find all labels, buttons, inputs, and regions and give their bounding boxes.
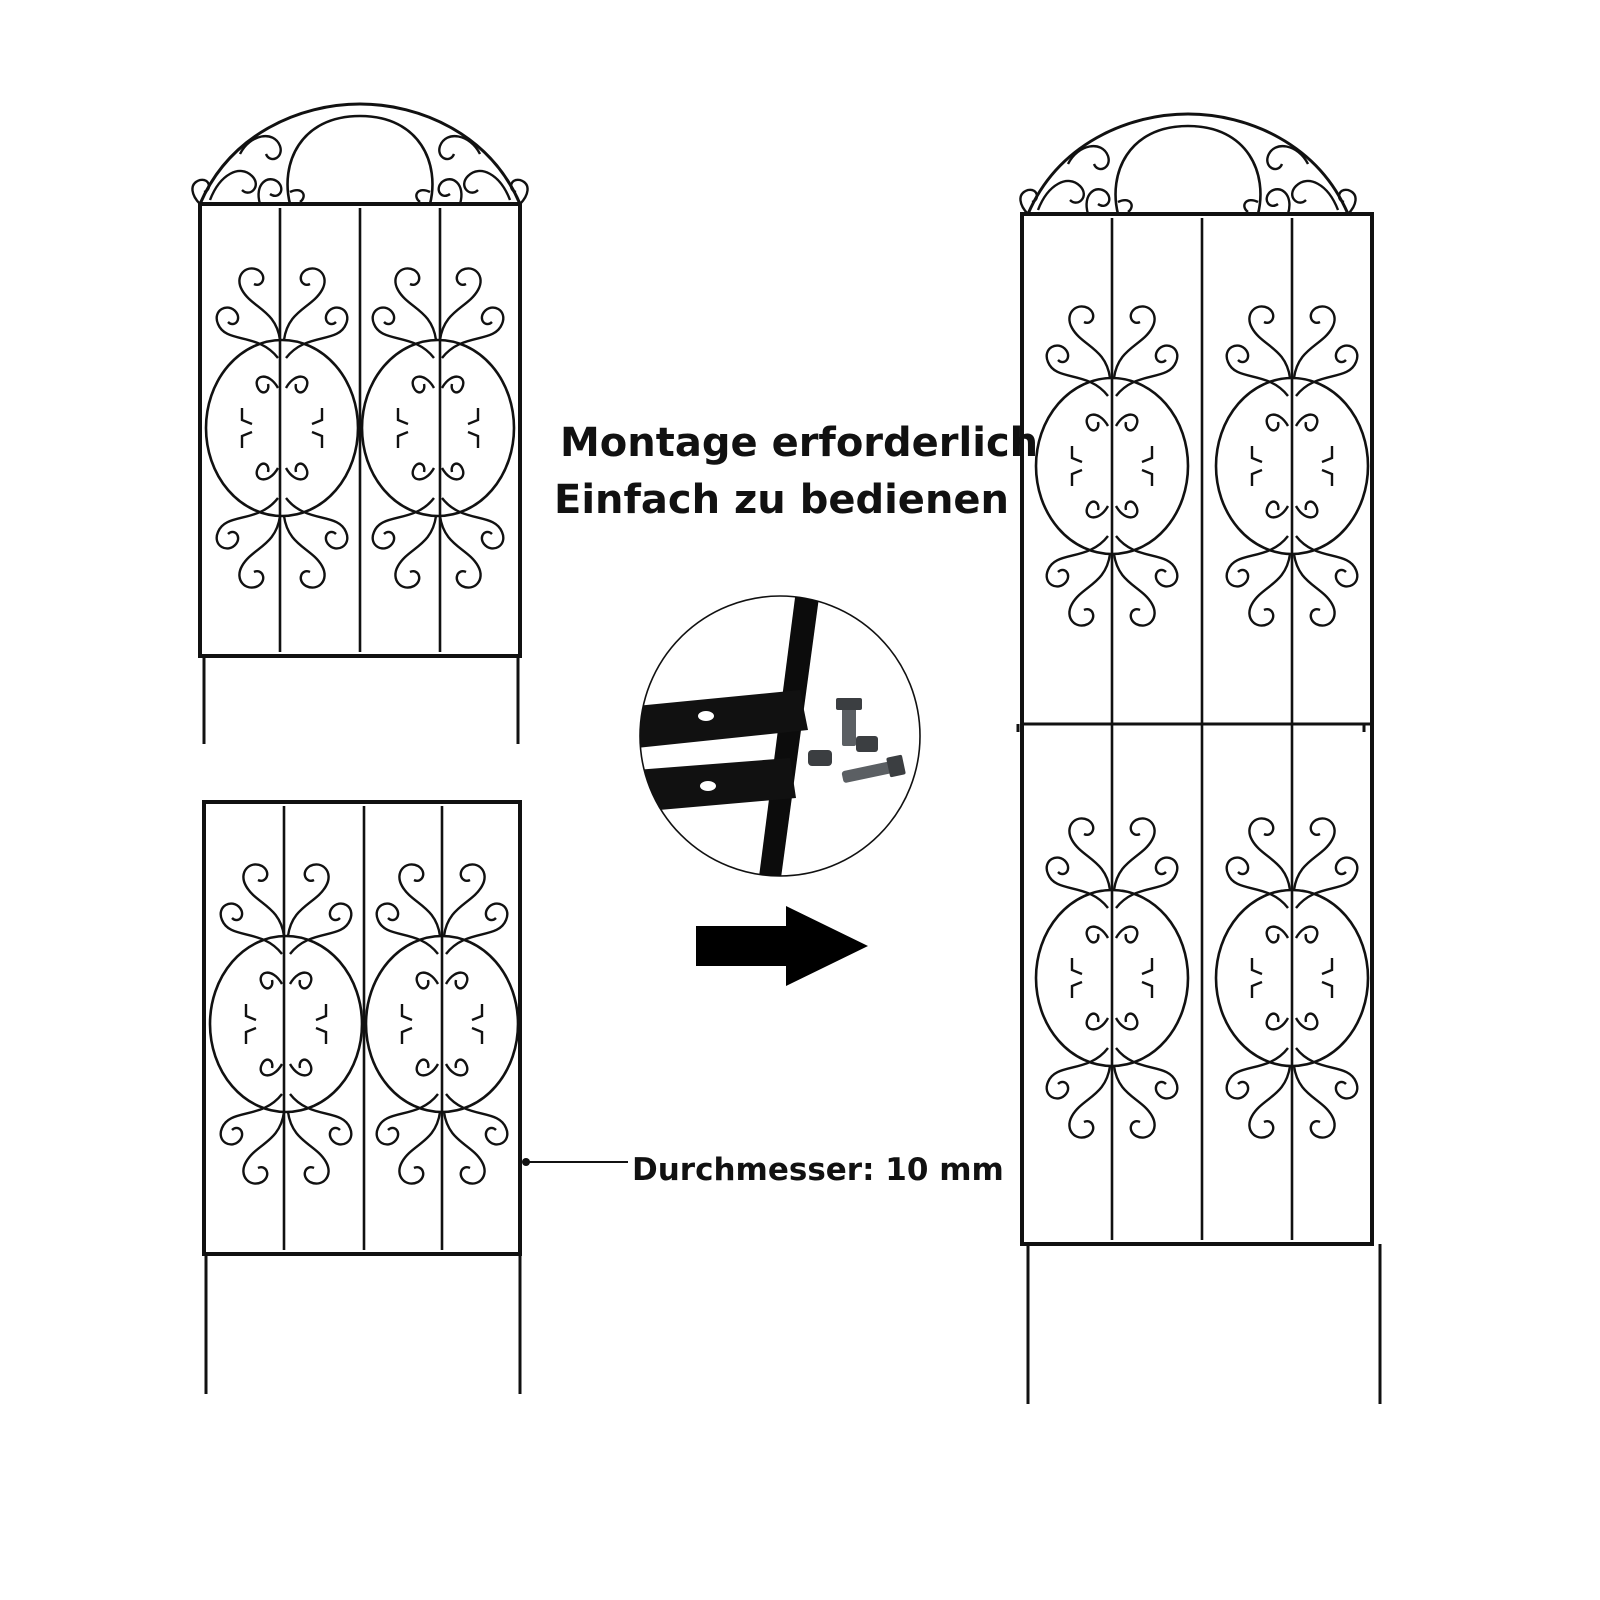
diameter-callout — [522, 1158, 628, 1166]
trellis-panel-bottom — [202, 800, 522, 1394]
diameter-label: Durchmesser: 10 mm — [632, 1152, 1004, 1188]
headline-line-2: Einfach zu bedienen — [554, 477, 1010, 523]
trellis-assembled — [1016, 112, 1382, 1404]
right-arrow-icon — [696, 906, 868, 986]
headline-line-1: Montage erforderlich — [560, 420, 1039, 466]
bolt-connection-detail — [639, 595, 921, 877]
trellis-panel-top — [190, 102, 530, 744]
